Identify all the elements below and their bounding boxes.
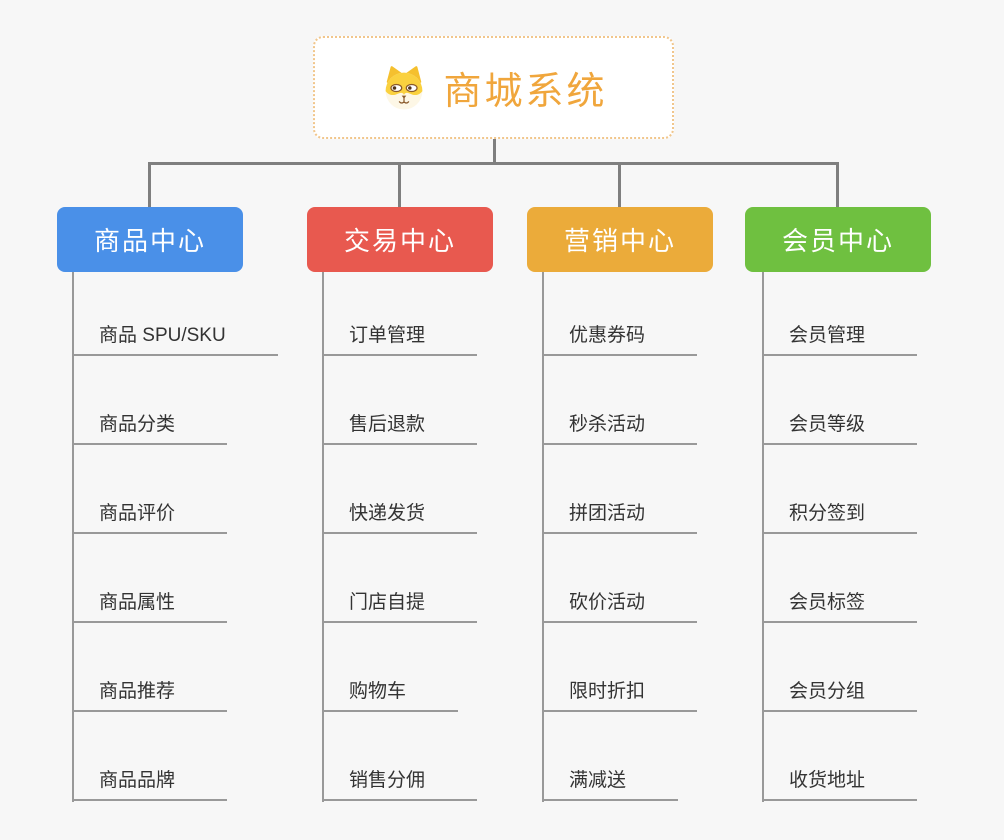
leaf-item[interactable]: 会员分组 [762, 676, 918, 712]
connector-horizontal-bar [149, 162, 839, 165]
leaf-row: 会员分组 [762, 623, 918, 712]
leaf-row: 订单管理 [322, 267, 478, 356]
branch-box[interactable]: 商品中心 [57, 207, 243, 272]
connector-root-stub [493, 139, 496, 165]
leaf-row: 销售分佣 [322, 712, 478, 801]
leaf-item[interactable]: 销售分佣 [322, 765, 478, 801]
leaf-row: 会员管理 [762, 267, 918, 356]
leaf-column: 优惠券码秒杀活动拼团活动砍价活动限时折扣满减送 [542, 267, 698, 802]
leaf-row: 购物车 [322, 623, 477, 712]
column-connector-line [762, 272, 764, 802]
leaf-item[interactable]: 商品属性 [72, 587, 228, 623]
leaf-item[interactable]: 优惠券码 [542, 320, 698, 356]
leaf-row: 售后退款 [322, 356, 478, 445]
leaf-item[interactable]: 会员标签 [762, 587, 918, 623]
leaf-row: 收货地址 [762, 712, 918, 801]
leaf-row: 商品 SPU/SKU [72, 267, 278, 356]
leaf-row: 优惠券码 [542, 267, 698, 356]
root-title: 商城系统 [443, 71, 608, 113]
leaf-column: 商品 SPU/SKU 商品分类商品评价商品属性商品推荐商品品牌 [72, 267, 278, 802]
leaf-row: 积分签到 [762, 445, 918, 534]
leaf-item[interactable]: 秒杀活动 [542, 409, 698, 445]
leaf-item[interactable]: 拼团活动 [542, 498, 698, 534]
leaf-row: 商品分类 [72, 356, 278, 445]
connector-branch-drop [398, 162, 401, 208]
connector-branch-drop [836, 162, 839, 208]
leaf-row: 拼团活动 [542, 445, 698, 534]
leaf-item[interactable]: 满减送 [542, 765, 679, 801]
leaf-row: 限时折扣 [542, 623, 698, 712]
column-connector-line [322, 272, 324, 802]
leaf-column: 订单管理售后退款快递发货门店自提购物车销售分佣 [322, 267, 478, 802]
leaf-row: 门店自提 [322, 534, 478, 623]
leaf-row: 会员等级 [762, 356, 918, 445]
leaf-item[interactable]: 会员等级 [762, 409, 918, 445]
leaf-row: 商品评价 [72, 445, 278, 534]
connector-branch-drop [618, 162, 621, 208]
leaf-item[interactable]: 商品品牌 [72, 765, 228, 801]
leaf-item[interactable]: 商品评价 [72, 498, 228, 534]
leaf-item[interactable]: 会员管理 [762, 320, 918, 356]
leaf-item[interactable]: 收货地址 [762, 765, 918, 801]
leaf-item[interactable]: 商品 SPU/SKU [72, 320, 278, 356]
leaf-item[interactable]: 订单管理 [322, 320, 478, 356]
leaf-item[interactable]: 商品推荐 [72, 676, 228, 712]
leaf-item[interactable]: 商品分类 [72, 409, 228, 445]
leaf-row: 会员标签 [762, 534, 918, 623]
leaf-row: 商品推荐 [72, 623, 278, 712]
branch-box[interactable]: 营销中心 [527, 207, 713, 272]
leaf-item[interactable]: 售后退款 [322, 409, 478, 445]
leaf-row: 商品品牌 [72, 712, 278, 801]
leaf-row: 满减送 [542, 712, 697, 801]
leaf-item[interactable]: 门店自提 [322, 587, 478, 623]
leaf-column: 会员管理会员等级积分签到会员标签会员分组收货地址 [762, 267, 918, 802]
column-connector-line [72, 272, 74, 802]
leaf-item[interactable]: 砍价活动 [542, 587, 698, 623]
root-node[interactable]: 商城系统 [313, 36, 674, 139]
connector-branch-drop [148, 162, 151, 208]
leaf-row: 快递发货 [322, 445, 478, 534]
branch-box[interactable]: 交易中心 [307, 207, 493, 272]
leaf-row: 砍价活动 [542, 534, 698, 623]
branch-box[interactable]: 会员中心 [745, 207, 931, 272]
leaf-row: 秒杀活动 [542, 356, 698, 445]
leaf-item[interactable]: 购物车 [322, 676, 459, 712]
column-connector-line [542, 272, 544, 802]
leaf-item[interactable]: 快递发货 [322, 498, 478, 534]
leaf-item[interactable]: 积分签到 [762, 498, 918, 534]
leaf-item[interactable]: 限时折扣 [542, 676, 698, 712]
dog-face-icon [379, 65, 429, 111]
leaf-row: 商品属性 [72, 534, 278, 623]
